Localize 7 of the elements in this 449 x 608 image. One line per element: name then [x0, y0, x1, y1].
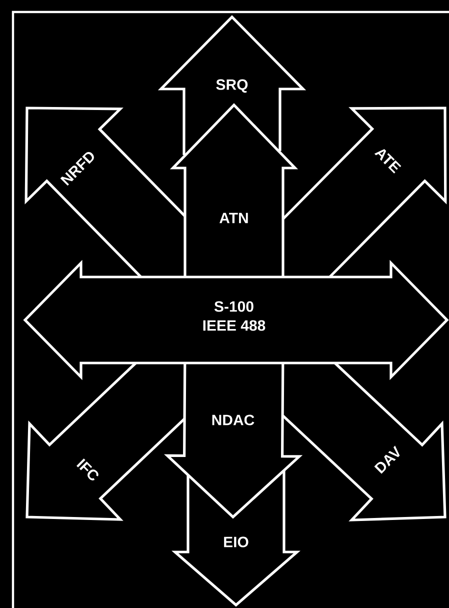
- signal-pointer: ATE: [282, 106, 447, 278]
- signal-pointer: IFC: [26, 362, 186, 521]
- signal-pointer: EIO: [172, 466, 300, 607]
- signal-pointer: NDAC: [164, 363, 303, 519]
- signal-pointer: ATN: [170, 103, 298, 277]
- signal-pointer: SRQ: [158, 15, 306, 155]
- node-label: NDAC: [212, 414, 254, 426]
